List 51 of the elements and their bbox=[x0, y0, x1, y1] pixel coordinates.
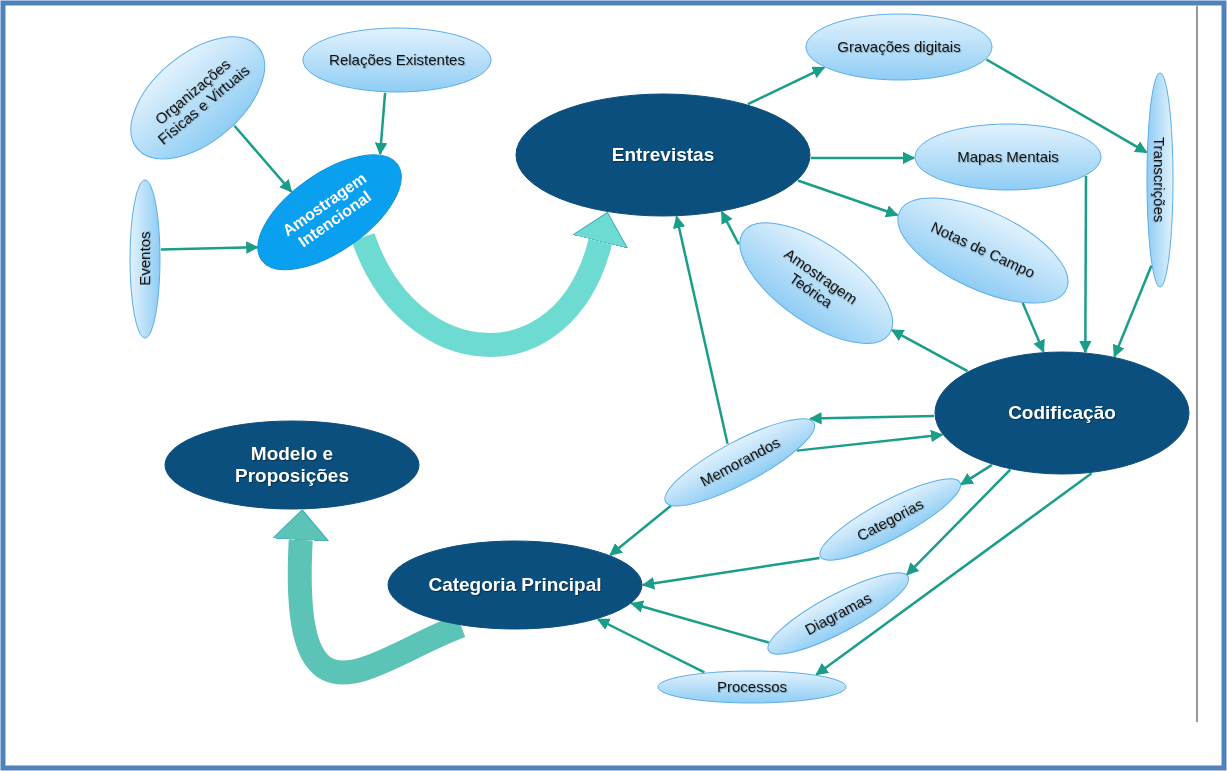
arrow bbox=[747, 66, 826, 106]
arrow bbox=[374, 92, 388, 156]
main-ellipse bbox=[387, 540, 643, 630]
arrow bbox=[233, 124, 293, 193]
arrow bbox=[1021, 302, 1045, 353]
arrow bbox=[641, 556, 820, 590]
main-ellipse bbox=[164, 420, 420, 510]
arrow bbox=[673, 215, 729, 444]
concept-ellipse bbox=[738, 221, 894, 345]
arrow bbox=[797, 179, 899, 218]
main-ellipse bbox=[257, 153, 403, 271]
concept-ellipse bbox=[302, 27, 492, 93]
node-label: Processos bbox=[716, 678, 788, 696]
arrow bbox=[596, 618, 705, 674]
arrow bbox=[890, 328, 969, 373]
arrow bbox=[906, 468, 1012, 576]
node-label: Entrevistas bbox=[610, 144, 716, 166]
concept-ellipse bbox=[657, 670, 847, 704]
node-label: Modelo e Proposições bbox=[233, 443, 350, 487]
arrow bbox=[796, 429, 944, 452]
arrow bbox=[960, 463, 993, 486]
main-ellipse bbox=[515, 93, 811, 217]
concept-ellipse bbox=[130, 36, 266, 160]
concept-ellipse bbox=[914, 123, 1102, 191]
node-label: Gravações digitais bbox=[836, 38, 962, 56]
arrow bbox=[1112, 265, 1153, 358]
arrow bbox=[809, 412, 935, 425]
arrow bbox=[985, 58, 1148, 154]
arrow bbox=[815, 472, 1093, 676]
node-label: Relações Existentes bbox=[328, 51, 466, 69]
concept-ellipse bbox=[766, 572, 910, 656]
node-label: Eventos bbox=[136, 231, 154, 287]
node-label: Codificação bbox=[1007, 402, 1117, 424]
concept-ellipse bbox=[897, 196, 1069, 304]
curved-arrow bbox=[272, 509, 466, 685]
concept-ellipse bbox=[129, 179, 161, 339]
concept-ellipse bbox=[664, 417, 816, 507]
node-label: Categoria Principal bbox=[427, 574, 603, 596]
arrow bbox=[630, 600, 770, 644]
curved-arrow bbox=[352, 212, 628, 357]
concept-ellipse bbox=[1146, 72, 1174, 288]
arrow bbox=[1079, 175, 1092, 354]
node-label: Mapas Mentais bbox=[956, 148, 1060, 166]
arrow bbox=[160, 241, 259, 254]
concept-ellipse bbox=[805, 13, 993, 81]
arrow bbox=[720, 210, 740, 245]
arrow bbox=[810, 151, 916, 165]
concept-ellipse bbox=[818, 478, 962, 562]
main-ellipse bbox=[934, 351, 1190, 475]
arrow bbox=[609, 504, 672, 556]
node-label: Transcrições bbox=[1151, 137, 1169, 223]
